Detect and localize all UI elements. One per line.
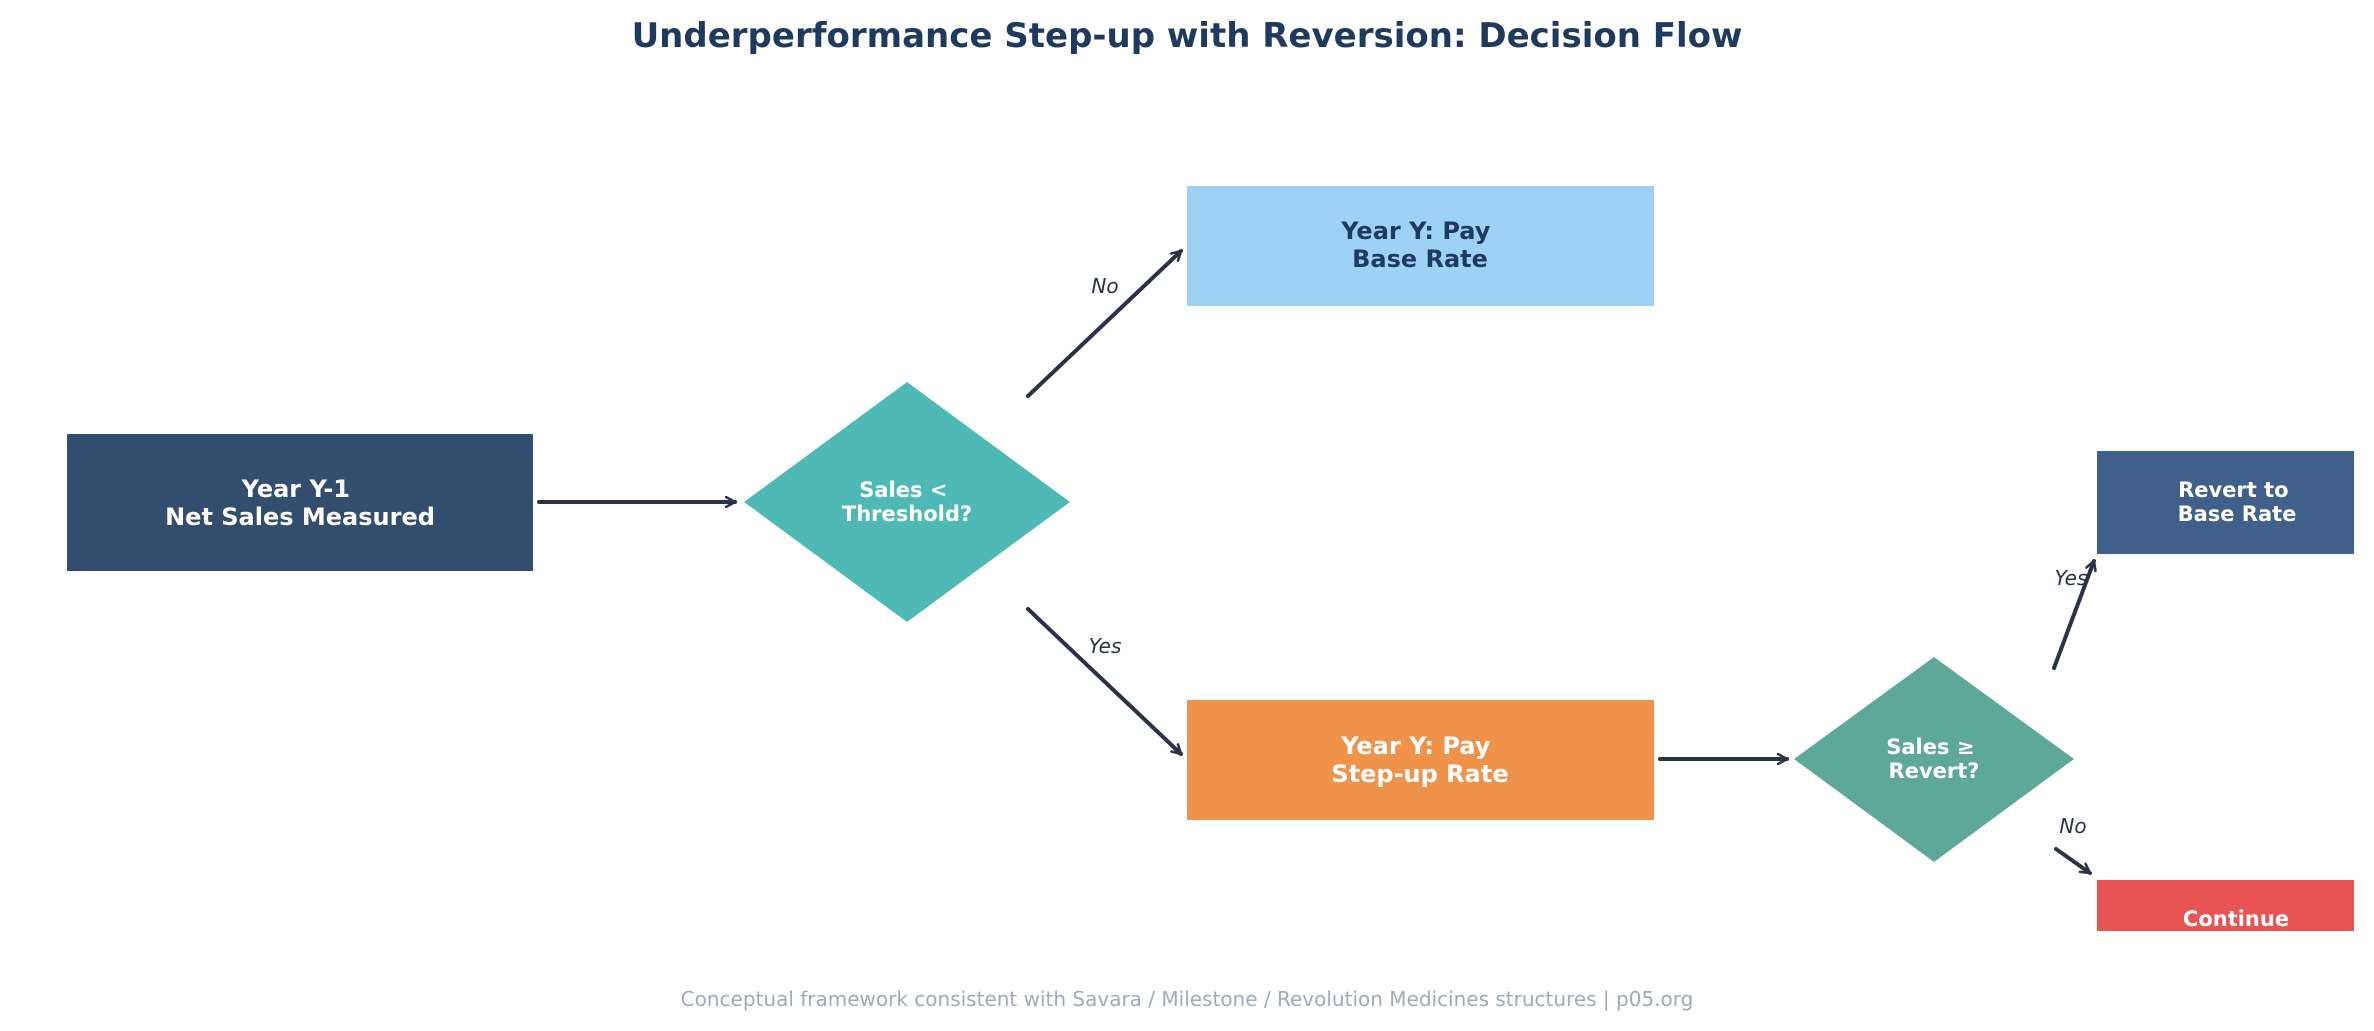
node-step-up: Year Y: Pay Step-up Rate [1187, 700, 1654, 820]
node-continue-label: Continue [2183, 907, 2289, 931]
node-base-rate-line2: Base Rate [1352, 245, 1488, 273]
footer-caption: Conceptual framework consistent with Sav… [681, 987, 1694, 1011]
edge-label-revert-no: No [2059, 814, 2086, 838]
node-step-up-line1: Year Y: Pay [1340, 732, 1490, 760]
node-revert: Revert to Base Rate [2097, 451, 2354, 554]
node-step-up-box [1187, 700, 1654, 820]
node-revert-decision-label: Sales ≥ Revert? [1886, 735, 1981, 783]
node-base-rate-line1: Year Y: Pay [1340, 217, 1490, 245]
node-continue: Continue [2097, 880, 2354, 931]
node-threshold-line1: Sales < [859, 478, 947, 502]
node-revert-line1: Revert to [2178, 478, 2289, 502]
node-threshold-diamond [744, 382, 1070, 622]
arrow-revert-decision-to-revert [2052, 559, 2094, 670]
node-start-line2: Net Sales Measured [165, 503, 435, 531]
node-revert-box [2097, 451, 2354, 554]
arrow-threshold-to-step-up [1026, 607, 1183, 756]
node-revert-decision-line1: Sales ≥ [1886, 735, 1974, 759]
arrow-revert-decision-to-continue [2054, 847, 2092, 875]
node-revert-line2: Base Rate [2178, 502, 2297, 526]
arrow-threshold-to-base-rate [1026, 249, 1183, 398]
node-base-rate-label: Year Y: Pay Base Rate [1340, 217, 1499, 273]
arrows [537, 249, 2094, 875]
node-start-line1: Year Y-1 [241, 475, 350, 503]
node-revert-label: Revert to Base Rate [2178, 478, 2297, 526]
edge-label-threshold-yes: Yes [1089, 634, 1122, 658]
node-base-rate-box [1187, 186, 1654, 306]
diagram-title: Underperformance Step-up with Reversion:… [632, 16, 1743, 56]
node-start-box [67, 434, 533, 571]
node-base-rate: Year Y: Pay Base Rate [1187, 186, 1654, 306]
edge-label-threshold-no: No [1091, 274, 1118, 298]
node-step-up-label: Year Y: Pay Step-up Rate [1331, 732, 1508, 788]
node-threshold-label: Sales < Threshold? [842, 478, 972, 526]
node-revert-decision-diamond [1794, 657, 2074, 862]
node-start-label: Year Y-1 Net Sales Measured [165, 475, 435, 531]
node-revert-decision-line2: Revert? [1889, 759, 1980, 783]
node-continue-box [2097, 880, 2354, 931]
node-threshold-line2: Threshold? [842, 502, 972, 526]
node-start: Year Y-1 Net Sales Measured [67, 434, 533, 571]
node-threshold: Sales < Threshold? [744, 382, 1070, 622]
node-step-up-line2: Step-up Rate [1331, 760, 1508, 788]
node-revert-decision: Sales ≥ Revert? [1794, 657, 2074, 862]
edge-label-revert-yes: Yes [2055, 566, 2088, 590]
